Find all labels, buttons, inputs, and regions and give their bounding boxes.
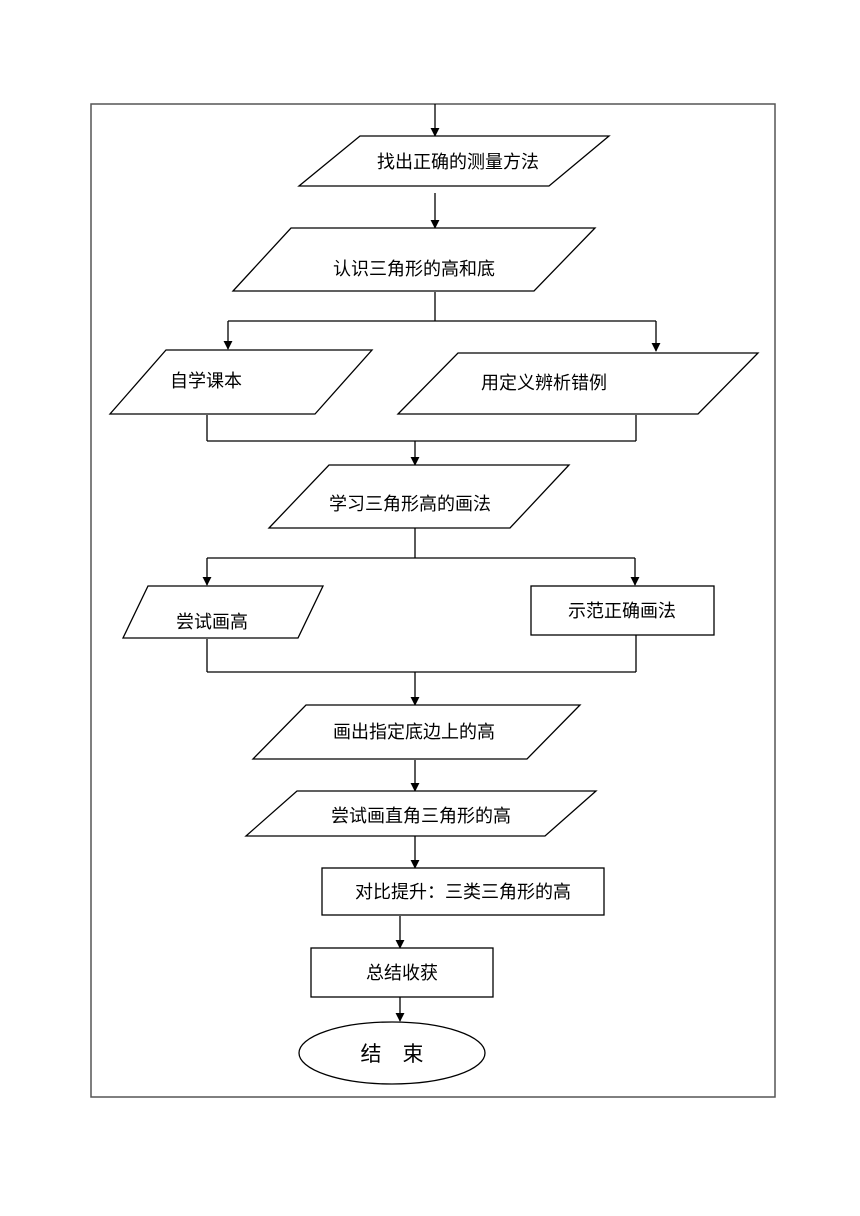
node-know-height-base: 认识三角形的高和底 <box>231 227 597 292</box>
node-self-study-label: 自学课本 <box>170 371 242 392</box>
node-try-draw: 尝试画高 <box>121 585 325 639</box>
node-end: 结 束 <box>298 1021 486 1085</box>
node-self-study: 自学课本 <box>108 349 374 415</box>
node-define-errors-label: 用定义辨析错例 <box>481 373 607 394</box>
node-summary: 总结收获 <box>310 947 494 998</box>
node-compare-three: 对比提升：三类三角形的高 <box>321 867 605 916</box>
node-summary-label: 总结收获 <box>366 963 438 984</box>
node-learn-drawing: 学习三角形高的画法 <box>267 464 571 529</box>
node-find-method: 找出正确的测量方法 <box>297 135 611 187</box>
node-try-draw-label: 尝试画高 <box>176 612 248 633</box>
node-end-label: 结 束 <box>361 1042 424 1066</box>
node-try-right-triangle-label: 尝试画直角三角形的高 <box>331 806 511 827</box>
node-draw-given-base-label: 画出指定底边上的高 <box>333 722 495 743</box>
connectors <box>202 104 661 1022</box>
outer-frame <box>90 103 776 1098</box>
node-compare-three-label: 对比提升：三类三角形的高 <box>355 882 571 903</box>
node-know-height-base-label: 认识三角形的高和底 <box>333 259 495 280</box>
node-demo-correct-label: 示范正确画法 <box>568 601 676 622</box>
node-try-right-triangle: 尝试画直角三角形的高 <box>244 790 598 837</box>
node-demo-correct: 示范正确画法 <box>530 585 715 636</box>
node-learn-drawing-label: 学习三角形高的画法 <box>329 494 491 515</box>
node-find-method-label: 找出正确的测量方法 <box>377 152 539 173</box>
node-draw-given-base: 画出指定底边上的高 <box>251 704 582 760</box>
node-define-errors: 用定义辨析错例 <box>396 352 760 415</box>
